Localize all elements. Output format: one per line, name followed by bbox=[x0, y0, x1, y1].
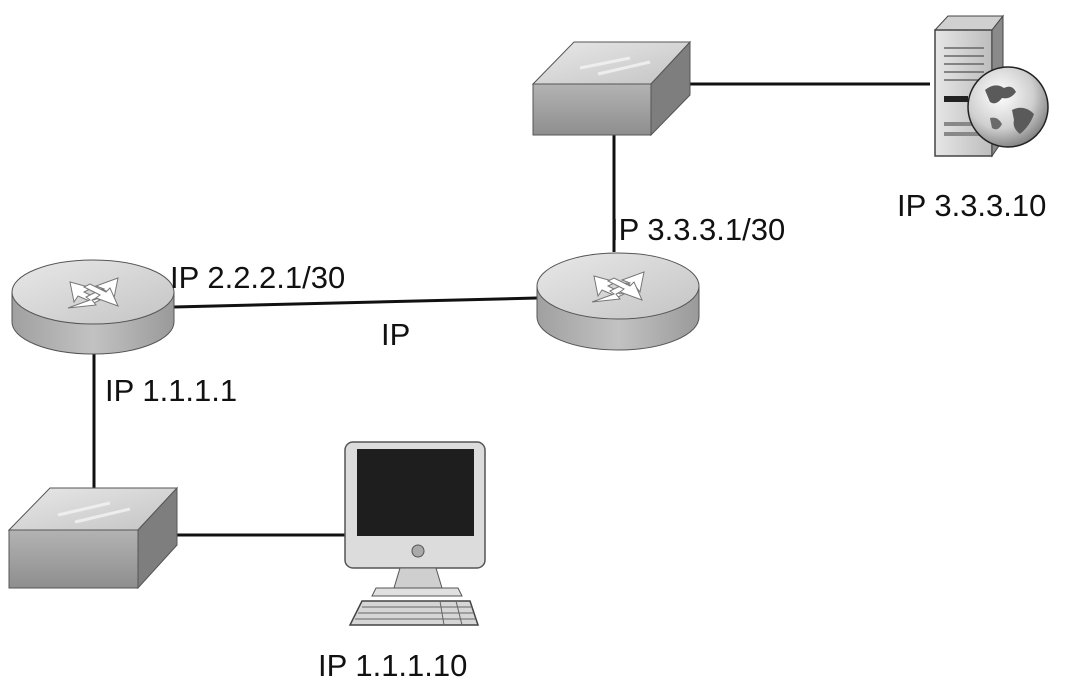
connections bbox=[92, 82, 930, 537]
router-right-ip-label: IP 3.3.3.1/30 bbox=[610, 212, 786, 247]
server-ip-label: IP 3.3.3.10 bbox=[897, 188, 1047, 223]
router-left-icon bbox=[11, 259, 175, 355]
workstation-ip-label: IP 1.1.1.10 bbox=[318, 648, 468, 683]
router-left-wan-ip-label: IP 2.2.2.1/30 bbox=[170, 260, 346, 295]
router-right-icon bbox=[536, 252, 700, 351]
link-ip-label: IP bbox=[381, 317, 411, 352]
desktop-computer-icon bbox=[344, 441, 486, 626]
web-server-icon bbox=[933, 14, 1049, 158]
switch-bottom-icon bbox=[7, 486, 179, 590]
link-router-left-to-router-right bbox=[173, 296, 538, 309]
router-left-lan-ip-label: IP 1.1.1.1 bbox=[105, 373, 238, 408]
switch-top-icon bbox=[531, 40, 692, 137]
